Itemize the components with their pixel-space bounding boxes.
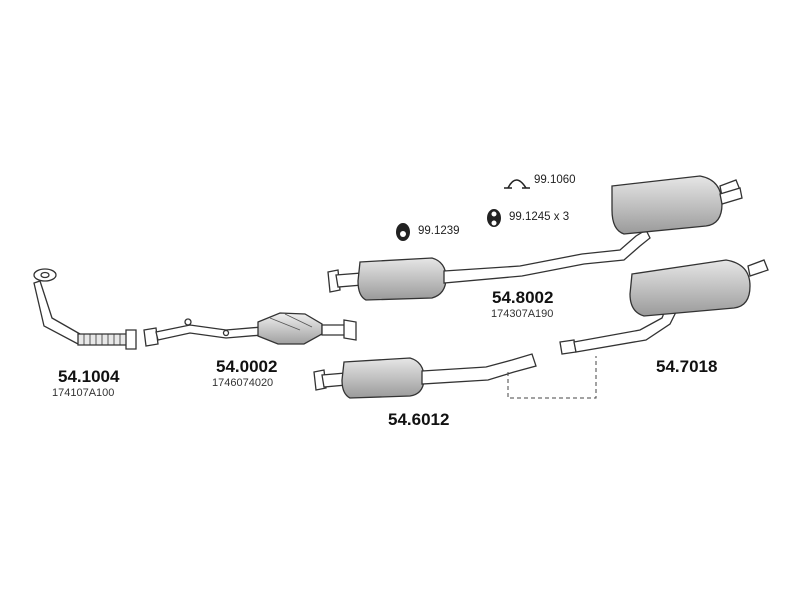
flange-icon [143, 327, 159, 347]
oem-number-front-pipe: 174107A100 [52, 387, 115, 399]
accessory-label-rubber-mount-a: 99.1239 [418, 225, 460, 237]
rubber-mount-icon [487, 209, 501, 227]
connection-dashed-line [507, 356, 597, 399]
catalyst-drawing [143, 312, 357, 347]
part-number-front-silencer: 54.6012 [388, 410, 450, 429]
catalyst-body [257, 312, 323, 345]
front-pipe-drawing [33, 268, 137, 350]
part-number-front-pipe: 54.1004 [58, 367, 120, 386]
rear-silencer-body [629, 259, 751, 317]
part-number-catalyst: 54.0002 [216, 357, 278, 376]
front-silencer-body [341, 357, 425, 399]
part-number-center-rear-assembly: 54.8002 [492, 288, 554, 307]
front-silencer-drawing [313, 353, 537, 399]
flange-icon [125, 329, 137, 350]
part-number-rear-silencer: 54.7018 [656, 357, 718, 376]
downpipe [33, 280, 81, 345]
accessory-label-clamp: 99.1060 [534, 174, 576, 186]
flange-icon [343, 319, 357, 341]
clamp-icon [504, 179, 530, 189]
center-silencer-body [357, 257, 447, 301]
oem-number-catalyst: 1746074020 [212, 377, 274, 389]
accessory-label-rubber-mount-b: 99.1245 x 3 [509, 211, 570, 223]
center-rear-assembly-drawing [327, 175, 743, 301]
oem-number-center-rear-assembly: 174307A190 [491, 308, 554, 320]
rear-silencer-body-a [611, 175, 723, 235]
rubber-mount-icon [396, 223, 410, 241]
rear-silencer-drawing [559, 259, 769, 355]
